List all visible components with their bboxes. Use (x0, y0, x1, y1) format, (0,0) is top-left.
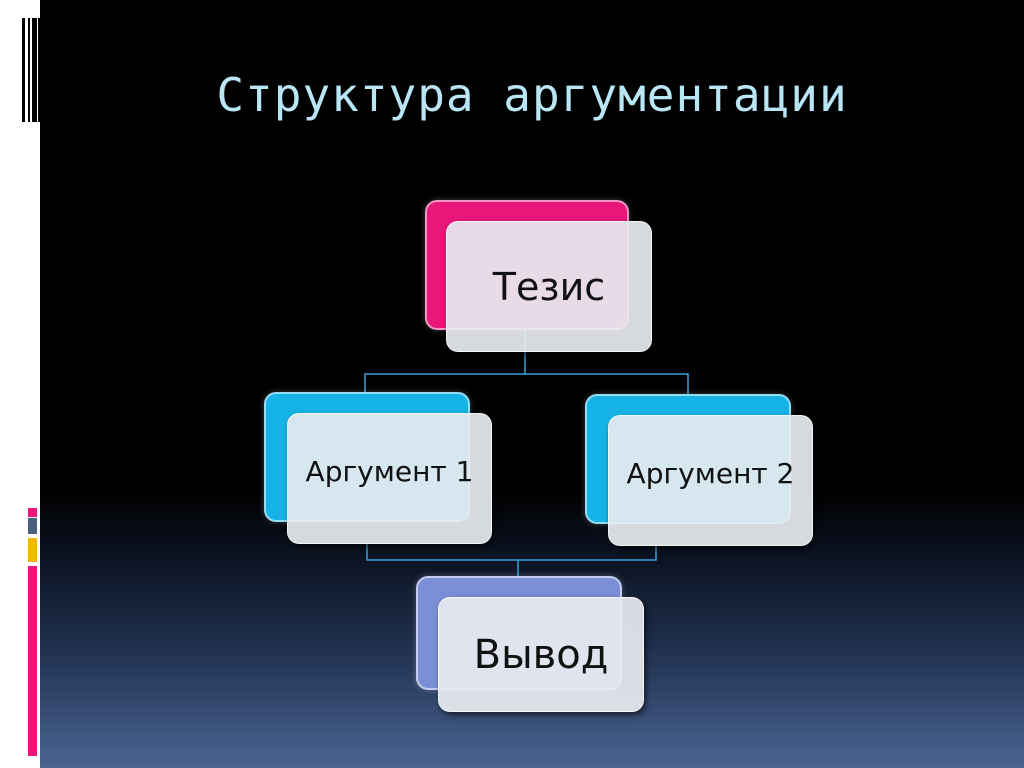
connector-thesis-to-arguments (364, 330, 526, 392)
conclusion-node: Вывод (438, 597, 644, 712)
connector-thesis-to-argument2 (525, 373, 689, 394)
decor-bar (22, 18, 25, 122)
connector-argument2-to-conclusion (518, 545, 657, 561)
connector-arguments-to-conclusion (366, 542, 519, 576)
conclusion-label: Вывод (473, 631, 609, 678)
left-margin-strip (0, 0, 40, 768)
decor-bar (38, 18, 40, 122)
thesis-node: Тезис (446, 221, 652, 352)
slide-title: Структура аргументации (216, 68, 848, 122)
left-decorative-bars (22, 18, 40, 122)
decor-bar (28, 18, 30, 122)
accent-bar-pink-long (28, 566, 37, 756)
decor-bar (32, 18, 37, 122)
thesis-label: Тезис (492, 264, 606, 309)
argument1-node: Аргумент 1 (287, 413, 492, 544)
argument1-label: Аргумент 1 (305, 455, 474, 488)
accent-bar-yellow (28, 538, 37, 562)
accent-bar-pink (28, 508, 37, 517)
accent-bar-slate (28, 518, 37, 534)
argument2-label: Аргумент 2 (626, 457, 795, 490)
argument2-node: Аргумент 2 (608, 415, 813, 546)
